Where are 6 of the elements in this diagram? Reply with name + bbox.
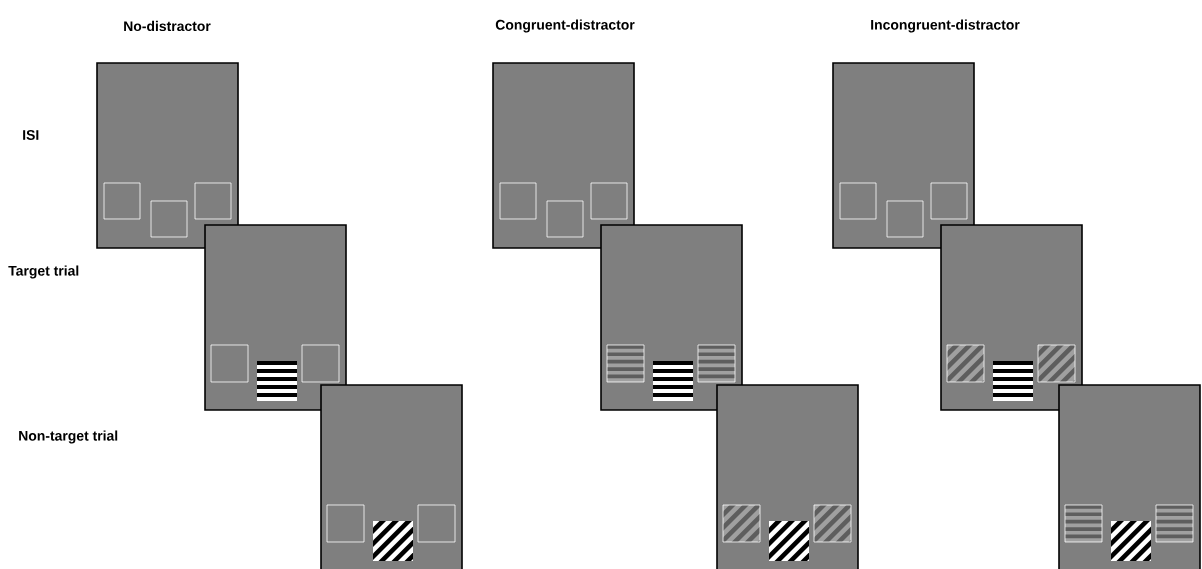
row-label: Target trial	[8, 265, 79, 279]
row-label: Non-target trial	[19, 430, 118, 444]
row-label: ISI	[23, 130, 39, 140]
column-heading: No-distractor	[124, 20, 211, 32]
column-heading: Congruent-distractor	[495, 19, 635, 33]
column-heading: Incongruent-distractor	[871, 19, 1020, 33]
